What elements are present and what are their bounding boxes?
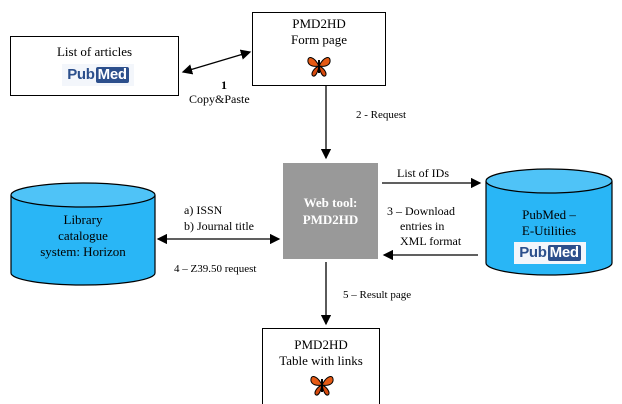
journal-label: b) Journal title: [184, 219, 254, 233]
pubmed-db-line2: E-Utilities: [521, 223, 577, 238]
copy-paste-arrow: [181, 49, 252, 75]
pubmed-db-line1: PubMed –: [522, 207, 576, 222]
web-tool-box: Web tool: PMD2HD: [283, 163, 378, 259]
web-tool-line2: PMD2HD: [302, 212, 359, 227]
request-label: 2 - Request: [356, 109, 407, 121]
butterfly-icon: [307, 57, 331, 77]
library-label: Library catalogue system: Horizon: [14, 212, 152, 260]
copy-label: Copy&Paste: [189, 92, 250, 106]
copy-number: 1: [221, 78, 227, 92]
library-line1: Library: [63, 212, 103, 227]
library-line3: system: Horizon: [40, 244, 126, 259]
download-label-1: 3 – Download: [387, 204, 455, 218]
result-label: 5 – Result page: [343, 289, 412, 301]
form-page-box: PMD2HD Form page: [252, 12, 386, 86]
form-subtitle: Form page: [291, 32, 347, 47]
list-ids-label: List of IDs: [397, 166, 449, 180]
butterfly-icon: [310, 376, 334, 396]
pubmed-db-label: PubMed – E-Utilities: [488, 207, 610, 239]
library-database: [10, 182, 156, 286]
library-line2: catalogue: [58, 228, 108, 243]
articles-title: List of articles: [56, 44, 133, 59]
web-tool-line1: Web tool:: [303, 195, 358, 210]
z3950-label: 4 – Z39.50 request: [174, 263, 257, 275]
issn-label: a) ISSN: [184, 203, 223, 217]
result-subtitle: Table with links: [279, 353, 363, 368]
articles-box: List of articles: [10, 36, 179, 96]
form-title: PMD2HD: [292, 16, 346, 31]
download-label-2: entries in: [400, 219, 445, 233]
result-title: PMD2HD: [294, 337, 348, 352]
download-label-3: XML format: [400, 234, 462, 248]
